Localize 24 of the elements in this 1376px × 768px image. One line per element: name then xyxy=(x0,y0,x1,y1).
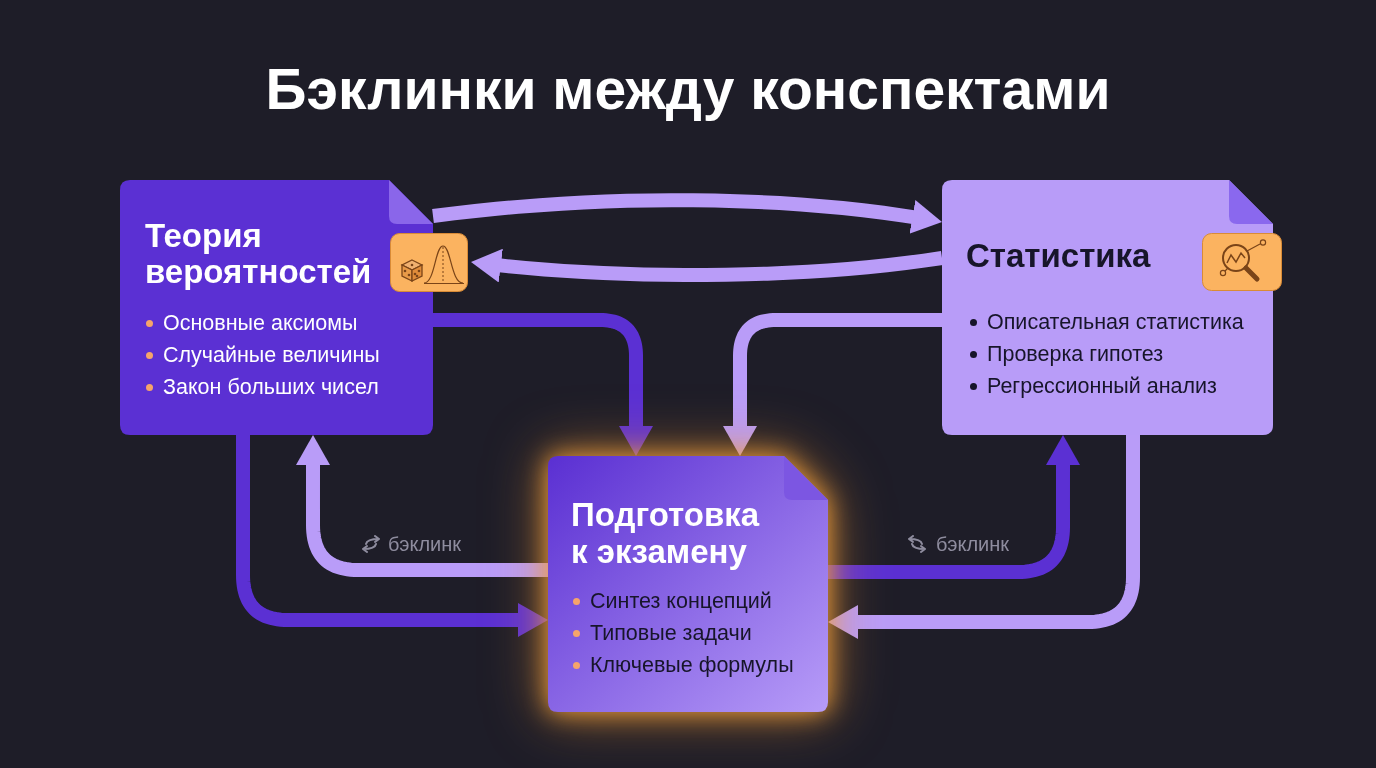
card-heading: Статистика xyxy=(966,238,1152,274)
document-card xyxy=(548,456,828,712)
arrow xyxy=(828,435,1080,579)
arrow xyxy=(470,248,943,283)
arrow xyxy=(828,435,1140,639)
list-item: Типовые задачи xyxy=(572,620,752,646)
document-card xyxy=(120,180,433,435)
arrow xyxy=(433,313,653,456)
arrow xyxy=(723,313,942,456)
list-item: Ключевые формулы xyxy=(572,652,794,678)
arrow xyxy=(236,435,548,637)
card-heading: Подготовка к экзамену xyxy=(571,496,761,570)
arrow xyxy=(432,193,944,234)
diagram-title: Бэклинки между конспектами xyxy=(265,56,1111,122)
list-item: Случайные величины xyxy=(145,342,380,368)
document-card xyxy=(942,180,1273,435)
list-item: Регрессионный анализ xyxy=(969,373,1217,399)
arrow xyxy=(296,435,548,577)
list-item: Основные аксиомы xyxy=(145,310,358,336)
list-item: Описательная статистика xyxy=(969,309,1244,335)
card-heading: Теория вероятностей xyxy=(145,218,373,290)
list-item: Проверка гипотез xyxy=(969,341,1164,367)
list-item: Синтез концепций xyxy=(572,588,772,614)
list-item: Закон больших чисел xyxy=(145,374,379,400)
